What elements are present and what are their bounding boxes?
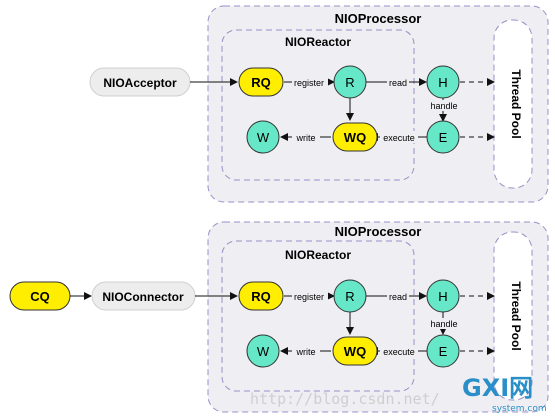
w-node [246,120,280,154]
bottom-write-edge-label: write [295,347,315,357]
bottom-thread-pool-label: Thread Pool [509,281,523,350]
bottom-wq-label: WQ [344,344,366,359]
bottom-register-edge-label: register [294,292,324,302]
register-edge-label: register [294,78,324,88]
h-node [426,65,460,99]
bottom-wq-node [332,336,378,366]
watermark-logo-text: GXI网 [462,374,533,402]
watermark-url: http://blog.csdn.net/ [250,390,440,408]
bottom-h-node [426,279,460,313]
bottom-w-node [246,334,280,368]
r-node [333,65,367,99]
write-edge-label: write [295,133,315,143]
bottom-e-label: E [439,344,448,359]
top-section: NIOProcessor NIOReactor Thread Pool NIOA… [89,5,549,203]
bottom-h-label: H [438,289,447,304]
watermark-logo: GXI网 system.com [462,374,547,414]
cq-label: CQ [30,289,50,304]
wq-node [332,122,378,152]
bottom-reactor-label: NIOReactor [285,248,351,262]
e-node [426,120,460,154]
bottom-r-label: R [345,289,354,304]
top-processor-label: NIOProcessor [335,11,422,26]
h-label: H [438,75,447,90]
bottom-section: NIOProcessor NIOReactor Thread Pool CQ N… [9,221,549,413]
handle-edge-label: handle [430,101,457,111]
execute-edge-label: execute [383,133,415,143]
bottom-handle-edge-label: handle [430,319,457,329]
top-reactor-box [221,29,415,181]
bottom-e-node [426,334,460,368]
w-label: W [257,130,270,145]
top-thread-pool-box [493,19,533,189]
watermark-logo-sub: system.com [492,404,547,414]
bottom-read-edge-label: read [389,292,407,302]
bottom-w-label: W [257,344,270,359]
wq-label: WQ [344,130,366,145]
rq-label: RQ [251,75,271,90]
bottom-reactor-box [221,240,415,392]
nio-connector-label: NIOConnector [102,290,184,304]
bottom-thread-pool-box [493,231,533,401]
top-thread-pool-label: Thread Pool [509,69,523,138]
top-reactor-label: NIOReactor [285,35,351,49]
nio-acceptor-label: NIOAcceptor [103,76,177,90]
read-edge-label: read [389,78,407,88]
bottom-processor-label: NIOProcessor [335,224,422,239]
r-label: R [345,75,354,90]
bottom-rq-label: RQ [251,289,271,304]
rq-node [238,67,284,97]
e-label: E [439,130,448,145]
bottom-r-node [333,279,367,313]
bottom-execute-edge-label: execute [383,347,415,357]
bottom-rq-node [238,281,284,311]
